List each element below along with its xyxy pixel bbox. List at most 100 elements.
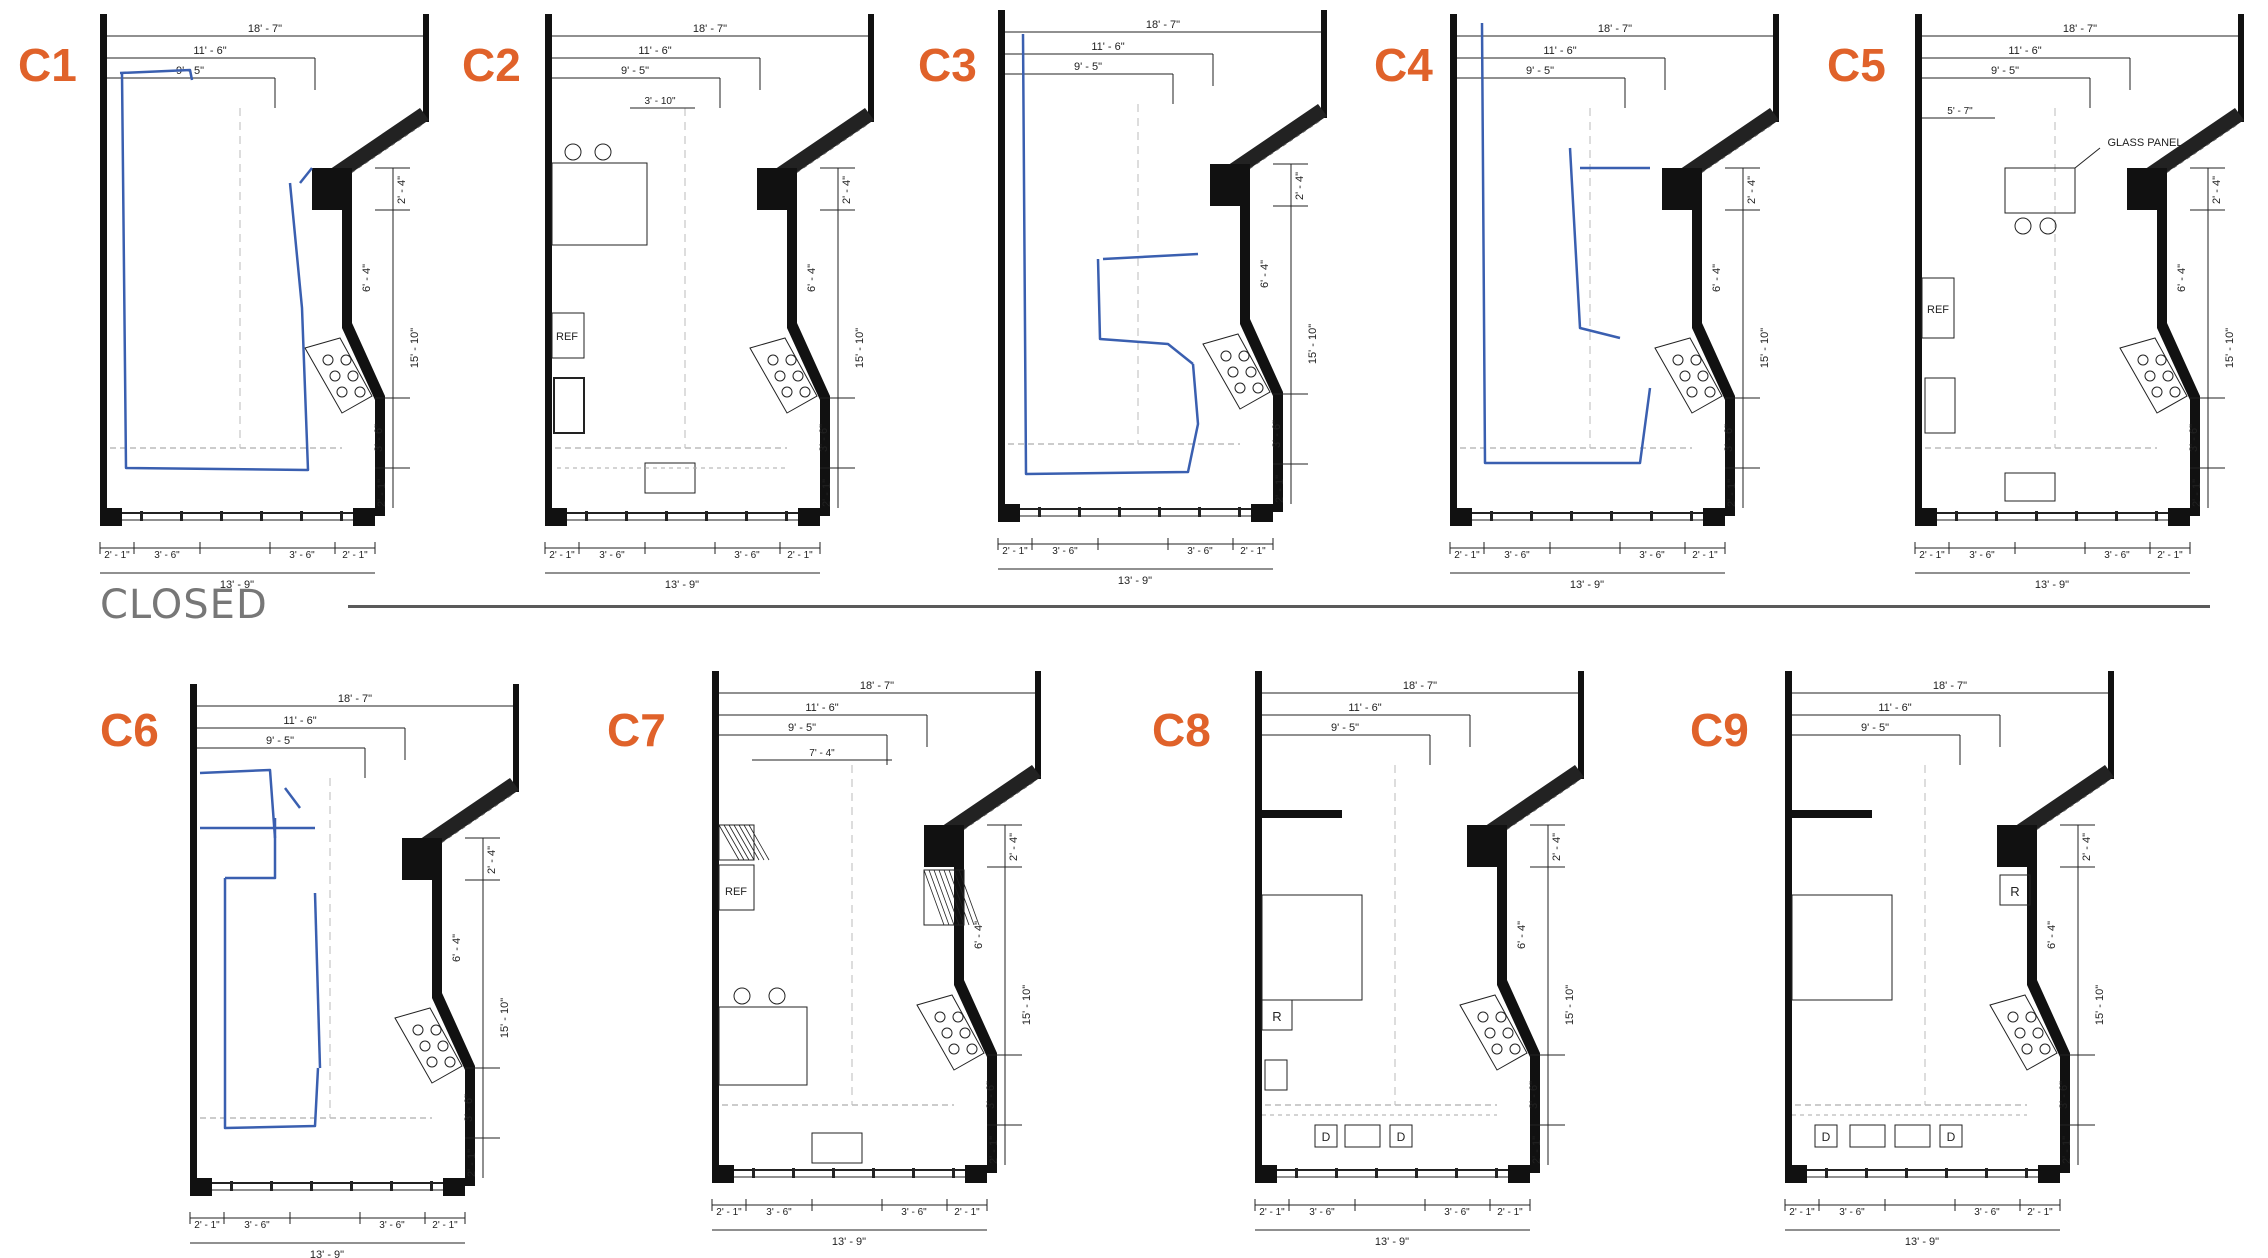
burner — [799, 386, 811, 398]
ref-label: REF — [556, 331, 578, 343]
dimension-bottom-a: 2' - 1" — [194, 1220, 220, 1231]
dimension-bottom-d: 2' - 1" — [2157, 550, 2183, 561]
burner — [1484, 1027, 1496, 1039]
burner — [2162, 370, 2174, 382]
window-mullion — [1945, 1168, 1948, 1178]
bottom-right-pier — [1251, 504, 1273, 522]
hatch-line — [733, 824, 755, 861]
window-mullion — [1995, 511, 1998, 521]
panel-label-c7: C7 — [607, 704, 666, 756]
corner-pier — [757, 168, 797, 210]
burner — [781, 386, 793, 398]
left-wall — [1785, 671, 1792, 1176]
sketch-stroke — [1096, 258, 1194, 365]
panel-label-c1: C1 — [18, 39, 77, 91]
bottom-right-pier — [2038, 1165, 2060, 1183]
dimension-right-mid: 6' - 4" — [2176, 264, 2188, 292]
dimension-second: 11' - 6" — [1878, 702, 1911, 714]
floor-plan-c4: 18' - 7"11' - 6"9' - 5"2' - 4"6' - 4"15'… — [1449, 14, 1779, 588]
floor-plan-c9: 18' - 7"11' - 6"9' - 5"2' - 4"6' - 4"15'… — [1784, 671, 2114, 1245]
dimension-bottom-d: 2' - 1" — [1497, 1207, 1523, 1218]
dimension-right-bottom: 2' - 1" — [821, 479, 833, 507]
dimension-third: 9' - 5" — [621, 65, 649, 77]
dimension-bottom-c: 3' - 6" — [289, 550, 315, 561]
dimension-right-mid: 6' - 4" — [2046, 921, 2058, 949]
burner — [412, 1024, 424, 1036]
drawer-box — [1344, 1124, 1381, 1148]
window-mullion — [2025, 1168, 2028, 1178]
dimension-bottom-d: 2' - 1" — [342, 550, 368, 561]
window-mullion — [1495, 1168, 1498, 1178]
sketch-stroke — [313, 892, 322, 1069]
burner — [952, 1011, 964, 1023]
window-mullion — [585, 511, 588, 521]
dimension-bottom-a: 2' - 1" — [716, 1207, 742, 1218]
burner — [1686, 386, 1698, 398]
ref-label: REF — [725, 886, 747, 898]
dimension-right-bottom: 2' - 1" — [988, 1136, 1000, 1164]
sketch-stroke — [119, 68, 194, 81]
window-mullion — [745, 511, 748, 521]
panel-label-c3: C3 — [918, 39, 977, 91]
top-right-wall — [1773, 14, 1779, 122]
left-wall — [1255, 671, 1262, 1176]
sketch-stroke — [225, 818, 277, 880]
window-mullion — [1455, 1168, 1458, 1178]
dimension-right-low: 3' - 6" — [373, 424, 385, 452]
window-mullion — [1158, 507, 1161, 517]
refrigerator — [718, 864, 755, 911]
sketch-stroke — [1568, 147, 1621, 340]
right-wall — [2027, 867, 2070, 1173]
window-mullion — [1375, 1168, 1378, 1178]
dimension-overall: 18' - 7" — [2063, 23, 2097, 35]
top-right-wall — [2238, 14, 2244, 122]
bottom-right-pier — [798, 508, 820, 526]
sink-bowl — [733, 987, 751, 1005]
bottom-left-pier — [712, 1165, 734, 1183]
dimension-third: 9' - 5" — [1991, 65, 2019, 77]
burner — [1227, 366, 1239, 378]
dimension-bottom-d: 2' - 1" — [1692, 550, 1718, 561]
dimension-bottom-b: 3' - 6" — [1839, 1207, 1865, 1218]
burner — [430, 1024, 442, 1036]
sink-counter — [2004, 167, 2076, 214]
dimension-bottom-c: 3' - 6" — [1974, 1207, 2000, 1218]
dimension-right-bottom: 2' - 1" — [2061, 1136, 2073, 1164]
window-mullion — [1118, 507, 1121, 517]
floor-plan-c1: 18' - 7"11' - 6"9' - 5"2' - 4"6' - 4"15'… — [99, 14, 429, 588]
dimension-bottom-a: 2' - 1" — [549, 550, 575, 561]
window-mullion — [220, 511, 223, 521]
bottom-left-pier — [1255, 1165, 1277, 1183]
dimension-bottom-total: 13' - 9" — [832, 1236, 866, 1245]
top-right-wall — [423, 14, 429, 122]
top-right-wall — [2108, 671, 2114, 779]
dimension-right-mid: 6' - 4" — [1259, 260, 1271, 288]
right-wall — [342, 210, 385, 516]
dimension-right-bottom: 2' - 1" — [1531, 1136, 1543, 1164]
dishwasher — [811, 1132, 863, 1164]
window-mullion — [340, 511, 343, 521]
window-mullion — [752, 1168, 755, 1178]
burner — [959, 1027, 971, 1039]
window-mullion — [140, 511, 143, 521]
window-mullion — [1610, 511, 1613, 521]
dimension-bottom-d: 2' - 1" — [787, 550, 813, 561]
window-mullion — [2155, 511, 2158, 521]
burner — [1477, 1011, 1489, 1023]
sketch-stroke — [1102, 252, 1199, 261]
dimension-bottom-a: 2' - 1" — [104, 550, 130, 561]
window-mullion — [270, 1181, 273, 1191]
sink-bowl — [564, 143, 582, 161]
drawer-d-label: D — [1397, 1130, 1406, 1144]
dimension-second: 11' - 6" — [193, 45, 226, 57]
dimension-third: 9' - 5" — [1861, 722, 1889, 734]
drawer-d — [1939, 1124, 1963, 1148]
drawer-d — [1814, 1124, 1838, 1148]
floor-plan-c7: 18' - 7"11' - 6"9' - 5"2' - 4"6' - 4"15'… — [711, 671, 1041, 1245]
window-mullion — [1198, 507, 1201, 517]
dimension-overall: 18' - 7" — [338, 693, 372, 705]
dimension-bottom-c: 3' - 6" — [901, 1207, 927, 1218]
hatch-line — [943, 869, 965, 926]
sketch-stroke — [284, 787, 301, 809]
burner — [322, 354, 334, 366]
